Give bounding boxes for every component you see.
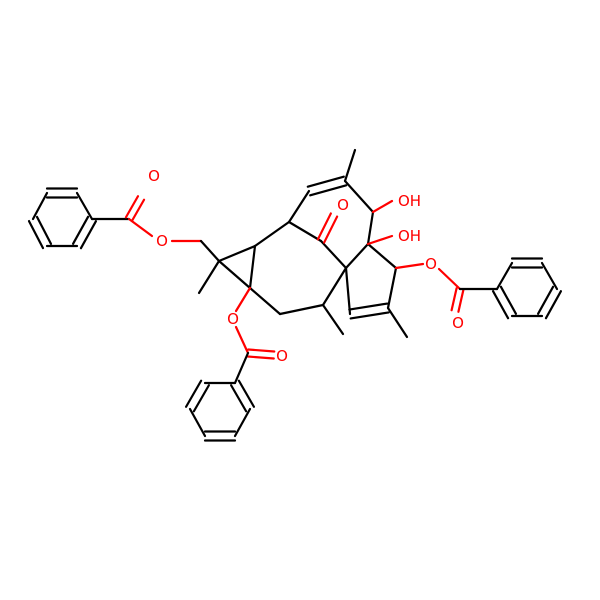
bond-layer bbox=[27, 148, 563, 442]
hydroxyl-label-lower: OH bbox=[398, 227, 421, 245]
bond-43 bbox=[536, 285, 555, 315]
bond-38 bbox=[457, 288, 465, 313]
bond-29 bbox=[344, 242, 370, 270]
bond-21 bbox=[321, 303, 345, 336]
bond-13 bbox=[248, 244, 257, 290]
bond-3 bbox=[71, 215, 90, 245]
bond-24 bbox=[306, 175, 345, 188]
bond-45 bbox=[499, 285, 518, 315]
ester-oxygen-right: O bbox=[425, 255, 437, 273]
bond-45 bbox=[491, 290, 510, 320]
bond-18 bbox=[321, 266, 348, 307]
hydroxyl-label-upper: OH bbox=[398, 192, 421, 210]
carbonyl-oxygen-bottom: O bbox=[276, 347, 288, 365]
ketone-oxygen: O bbox=[337, 196, 349, 214]
bond-15 bbox=[253, 220, 291, 248]
bond-51 bbox=[192, 384, 210, 413]
bond-32 bbox=[349, 311, 390, 320]
bond-20 bbox=[248, 286, 282, 316]
bond-34 bbox=[386, 306, 409, 339]
bond-22 bbox=[323, 215, 339, 244]
bond-30 bbox=[366, 242, 398, 270]
bond-11 bbox=[217, 244, 257, 263]
bond-54 bbox=[233, 407, 252, 438]
bond-23 bbox=[287, 189, 311, 224]
bond-55 bbox=[230, 384, 248, 413]
bond-10 bbox=[199, 239, 221, 263]
bond-8 bbox=[127, 217, 154, 238]
bond-16 bbox=[287, 220, 323, 243]
bond-52 bbox=[188, 407, 207, 438]
bond-7 bbox=[130, 198, 146, 222]
bond-36 bbox=[394, 262, 425, 270]
bond-14 bbox=[197, 259, 221, 295]
bond-40 bbox=[495, 261, 514, 291]
bond-48 bbox=[246, 355, 275, 360]
bond-47 bbox=[234, 325, 250, 355]
bond-48 bbox=[247, 348, 276, 353]
carbonyl-oxygen-top: O bbox=[148, 167, 160, 185]
bond-12 bbox=[217, 259, 252, 290]
ester-oxygen-top: O bbox=[156, 232, 168, 250]
bond-37 bbox=[437, 267, 462, 291]
bond-46 bbox=[234, 286, 252, 313]
ester-oxygen-bottom: O bbox=[227, 310, 239, 328]
bond-42 bbox=[540, 261, 559, 291]
bond-0 bbox=[31, 191, 49, 221]
bond-25 bbox=[343, 148, 357, 183]
bond-1 bbox=[35, 215, 53, 246]
bond-7 bbox=[124, 195, 140, 219]
bond-24 bbox=[309, 184, 348, 197]
bond-22 bbox=[316, 212, 332, 241]
carbonyl-oxygen-right: O bbox=[452, 314, 464, 332]
bond-27 bbox=[366, 210, 375, 246]
bond-4 bbox=[75, 191, 94, 221]
atom-label-layer: O O O OH OH O O O O bbox=[148, 167, 464, 365]
bond-51 bbox=[185, 379, 203, 408]
bond-33 bbox=[344, 266, 352, 316]
bond-49 bbox=[233, 351, 250, 385]
bond-31 bbox=[386, 266, 398, 310]
bond-19 bbox=[278, 303, 325, 316]
bond-1 bbox=[27, 219, 45, 250]
bond-35 bbox=[366, 234, 394, 246]
bond-32 bbox=[348, 302, 389, 311]
bond-55 bbox=[237, 379, 255, 408]
bond-26 bbox=[343, 179, 375, 214]
bond-3 bbox=[79, 220, 98, 250]
bond-38 bbox=[450, 287, 458, 312]
bond-17 bbox=[319, 239, 348, 270]
bond-43 bbox=[544, 290, 563, 320]
bond-28 bbox=[371, 199, 394, 214]
